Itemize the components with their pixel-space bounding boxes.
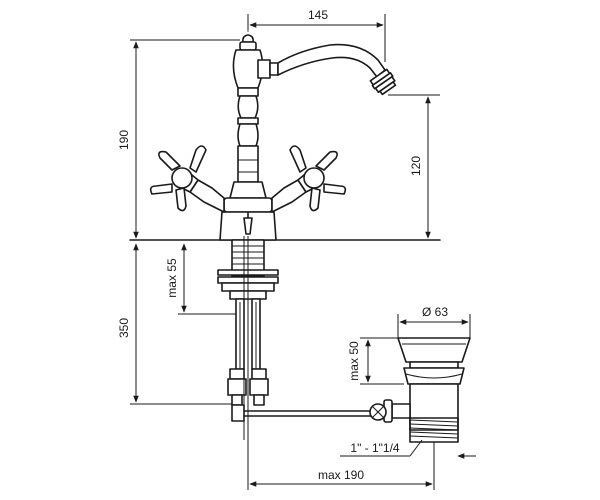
dim-max-thickness-label: max 55: [165, 258, 179, 298]
dimension-lines: [130, 14, 476, 490]
waste-valve: [369, 337, 471, 443]
dim-waste-max-height-label: max 50: [347, 341, 361, 381]
faucet-column: [219, 34, 277, 241]
dim-thread-size-label: 1" - 1"1/4: [350, 441, 400, 455]
popup-rod: [231, 236, 377, 440]
dim-spout-height-label: 120: [409, 156, 423, 176]
dim-max-reach-label: max 190: [318, 468, 364, 482]
flex-hoses: [227, 298, 269, 406]
dim-tap-height-label: 190: [117, 130, 131, 150]
dim-waste-diameter-label: Ø 63: [422, 305, 448, 319]
spout: [257, 43, 397, 96]
dim-spout-reach-label: 145: [308, 8, 328, 22]
right-cross-handle: [271, 145, 347, 213]
left-cross-handle: [149, 145, 225, 213]
dim-hose-length-label: 350: [117, 318, 131, 338]
